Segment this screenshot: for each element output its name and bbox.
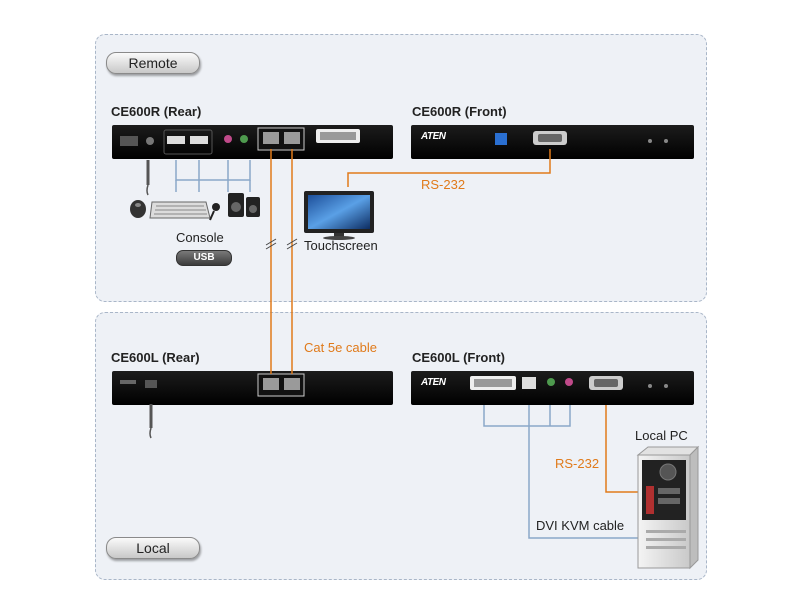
ce600r-front-ports bbox=[495, 131, 668, 145]
ce600l-front-unit bbox=[411, 371, 694, 405]
dvi-kvm-cable bbox=[483, 405, 638, 539]
cat5e-cables bbox=[270, 149, 293, 374]
aten-logo-remote: ATEN bbox=[421, 131, 446, 142]
rs232-local-label: RS-232 bbox=[555, 456, 600, 471]
mouse-icon bbox=[130, 200, 146, 218]
ce600r-rear-heading: CE600R (Rear) bbox=[111, 104, 202, 119]
remote-zone-label: Remote bbox=[106, 52, 200, 74]
ce600l-front-ports bbox=[470, 376, 668, 390]
cat5e-cable-label: Cat 5e cable bbox=[304, 340, 377, 355]
rs232-cable-remote bbox=[347, 149, 551, 187]
local-pc-tower-icon bbox=[636, 445, 700, 570]
power-plug-icon bbox=[146, 160, 150, 196]
power-plug-icon bbox=[149, 404, 153, 439]
ce600r-rear-ports bbox=[120, 127, 360, 155]
ce600l-front-heading: CE600L (Front) bbox=[412, 350, 505, 365]
rs232-cable-local bbox=[605, 405, 638, 493]
ce600r-front-heading: CE600R (Front) bbox=[412, 104, 507, 119]
local-zone-label: Local bbox=[106, 537, 200, 559]
console-label: Console bbox=[176, 230, 224, 245]
usb-badge: USB bbox=[176, 250, 232, 266]
dvi-kvm-cable-label: DVI KVM cable bbox=[536, 518, 625, 533]
microphone-icon bbox=[209, 203, 220, 221]
touchscreen-label: Touchscreen bbox=[304, 238, 378, 253]
keyboard-icon bbox=[149, 201, 211, 219]
ce600l-rear-unit bbox=[112, 371, 393, 405]
local-zone bbox=[95, 312, 707, 580]
touchscreen-monitor-icon bbox=[304, 191, 374, 240]
rs232-remote-label: RS-232 bbox=[421, 177, 466, 192]
local-pc-label: Local PC bbox=[635, 428, 688, 443]
speakers-icon bbox=[228, 193, 260, 217]
ce600l-rear-heading: CE600L (Rear) bbox=[111, 350, 200, 365]
cable-break-marks bbox=[265, 238, 298, 250]
aten-logo-local: ATEN bbox=[421, 377, 446, 388]
ce600l-rear-ports bbox=[120, 373, 305, 397]
console-cables bbox=[175, 160, 251, 192]
